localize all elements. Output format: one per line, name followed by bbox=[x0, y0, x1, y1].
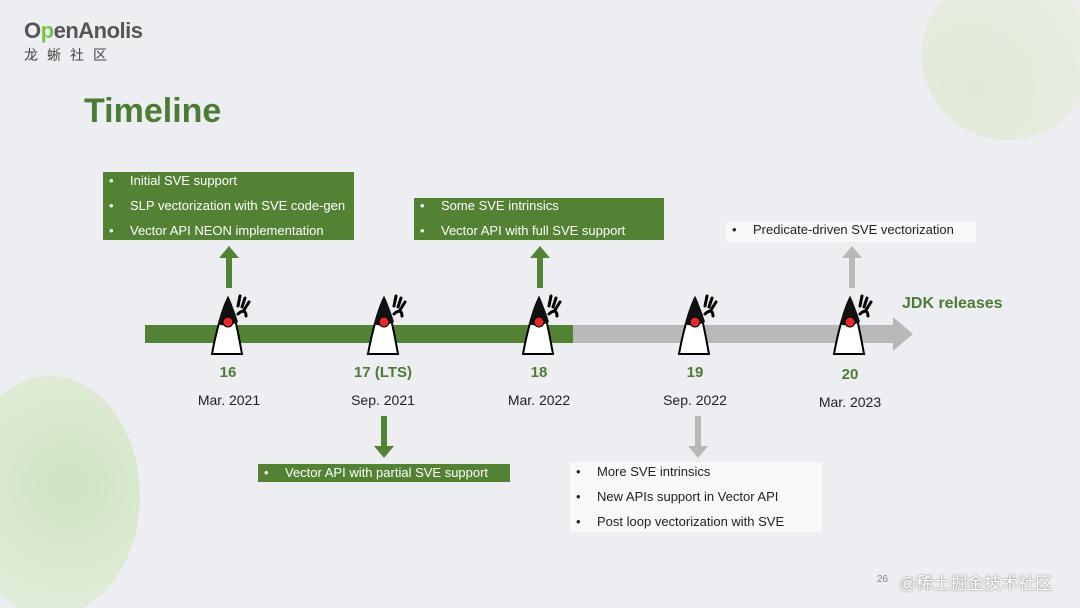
jdk18-features-box: Some SVE intrinsics Vector API with full… bbox=[414, 198, 664, 240]
up-arrow-icon bbox=[219, 246, 239, 288]
decorative-circle-top-right bbox=[922, 0, 1080, 140]
java-duke-icon bbox=[521, 294, 562, 355]
feature-item: Predicate-driven SVE vectorization bbox=[732, 222, 976, 247]
timeline-bar-released bbox=[145, 325, 573, 343]
down-arrow-icon bbox=[688, 416, 708, 458]
java-duke-icon bbox=[366, 294, 407, 355]
timeline-arrowhead bbox=[893, 317, 913, 351]
timeline-label: JDK releases bbox=[902, 295, 1003, 312]
page-number: 26 bbox=[877, 574, 889, 585]
release-version: 19 bbox=[686, 364, 704, 381]
release-date: Sep. 2021 bbox=[351, 392, 415, 408]
jdk17-features-box: Vector API with partial SVE support bbox=[258, 464, 510, 482]
slide-title: Timeline bbox=[84, 92, 222, 130]
feature-item: New APIs support in Vector API bbox=[576, 489, 822, 514]
watermark: @稀土掘金技术社区 bbox=[899, 574, 1053, 593]
jdk20-features-box: Predicate-driven SVE vectorization bbox=[726, 222, 976, 242]
timeline-bar-upcoming bbox=[573, 325, 895, 343]
feature-item: SLP vectorization with SVE code-gen bbox=[109, 198, 354, 223]
logo-subtitle: 龙蜥社区 bbox=[24, 47, 116, 63]
jdk16-features-box: Initial SVE support SLP vectorization wi… bbox=[103, 172, 354, 240]
jdk19-features-box: More SVE intrinsics New APIs support in … bbox=[570, 462, 822, 532]
java-duke-icon bbox=[210, 294, 251, 355]
feature-item: Post loop vectorization with SVE bbox=[576, 514, 822, 539]
release-version: 16 bbox=[219, 364, 237, 381]
release-version: 18 bbox=[530, 364, 548, 381]
release-date: Mar. 2022 bbox=[507, 392, 571, 408]
release-date: Sep. 2022 bbox=[663, 392, 727, 408]
feature-item: Vector API with partial SVE support bbox=[264, 465, 510, 490]
java-duke-icon bbox=[677, 294, 718, 355]
release-date: Mar. 2023 bbox=[818, 394, 882, 410]
feature-item: Vector API NEON implementation bbox=[109, 223, 354, 248]
java-duke-icon bbox=[832, 294, 873, 355]
feature-item: Initial SVE support bbox=[109, 173, 354, 198]
decorative-circle-bottom-left bbox=[0, 376, 140, 608]
down-arrow-icon bbox=[374, 416, 394, 458]
feature-item: More SVE intrinsics bbox=[576, 464, 822, 489]
openanolis-logo: OpenAnolis 龙蜥社区 bbox=[24, 18, 143, 63]
release-version: 20 bbox=[841, 366, 859, 383]
up-arrow-icon bbox=[530, 246, 550, 288]
feature-item: Some SVE intrinsics bbox=[420, 198, 664, 223]
release-date: Mar. 2021 bbox=[197, 392, 261, 408]
up-arrow-icon bbox=[842, 246, 862, 288]
release-version: 17 (LTS) bbox=[353, 364, 413, 381]
feature-item: Vector API with full SVE support bbox=[420, 223, 664, 248]
